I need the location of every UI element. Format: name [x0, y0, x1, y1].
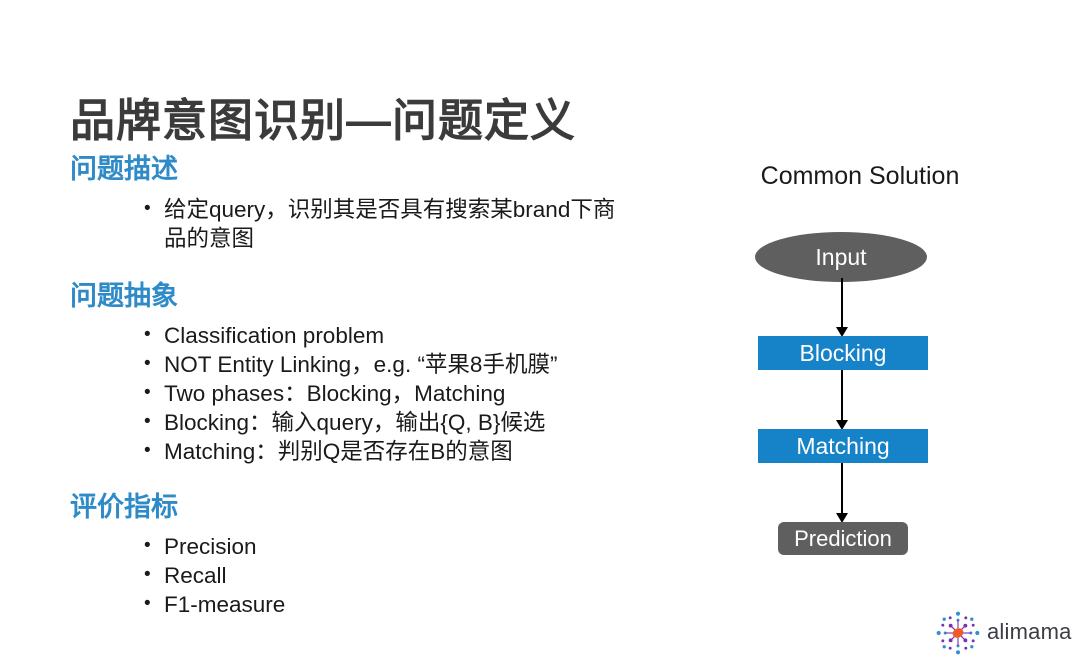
- alimama-logo-icon: [936, 611, 980, 655]
- list-item: 给定query，识别其是否具有搜索某brand下商品的意图: [142, 194, 634, 253]
- common-solution-flowchart: Common Solution Input Blocking Matching …: [700, 160, 1020, 580]
- flow-node-matching: Matching: [758, 429, 928, 463]
- section-heading: 问题抽象: [70, 281, 178, 311]
- flow-node-input: Input: [755, 232, 927, 282]
- arrow-matching-to-prediction: [836, 463, 848, 523]
- list-item: Matching：判别Q是否存在B的意图: [142, 436, 690, 466]
- flow-node-blocking: Blocking: [758, 336, 928, 370]
- flow-node-prediction: Prediction: [778, 522, 908, 555]
- content-column: 问题描述 给定query，识别其是否具有搜索某brand下商品的意图 问题抽象 …: [70, 152, 690, 619]
- section-heading: 评价指标: [70, 492, 178, 522]
- bullet-list: Classification problem NOT Entity Linkin…: [142, 320, 690, 466]
- list-item: F1-measure: [142, 589, 690, 619]
- brand-logo: alimama: [935, 608, 1072, 658]
- logo-wordmark: alimama: [987, 619, 1072, 644]
- list-item: Blocking：输入query，输出{Q, B}候选: [142, 407, 690, 437]
- arrow-input-to-blocking: [836, 278, 848, 337]
- list-item: Two phases：Blocking，Matching: [142, 378, 690, 408]
- section-problem-abstraction: 问题抽象 Classification problem NOT Entity L…: [70, 279, 690, 466]
- section-evaluation-metrics: 评价指标 Precision Recall F1-measure: [70, 490, 690, 619]
- section-heading: 问题描述: [70, 154, 178, 184]
- list-item: Precision: [142, 531, 690, 561]
- list-item: NOT Entity Linking，e.g. “苹果8手机膜”: [142, 349, 690, 379]
- arrow-blocking-to-matching: [836, 370, 848, 430]
- bullet-list: Precision Recall F1-measure: [142, 531, 690, 619]
- page-title: 品牌意图识别—问题定义: [70, 95, 577, 147]
- bullet-list: 给定query，识别其是否具有搜索某brand下商品的意图: [142, 194, 690, 253]
- list-item: Recall: [142, 560, 690, 590]
- flowchart-title: Common Solution: [760, 162, 960, 190]
- section-problem-description: 问题描述 给定query，识别其是否具有搜索某brand下商品的意图: [70, 152, 690, 253]
- list-item: Classification problem: [142, 320, 690, 350]
